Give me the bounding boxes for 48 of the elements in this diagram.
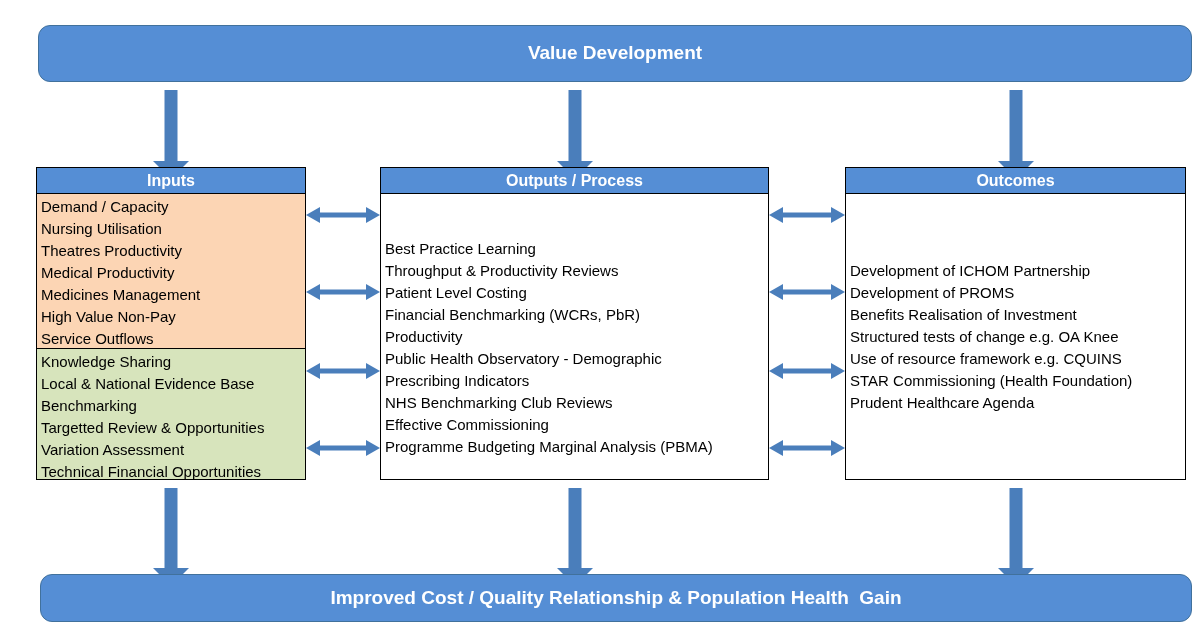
list-item: Throughput & Productivity Reviews xyxy=(385,261,619,281)
list-item: Prudent Healthcare Agenda xyxy=(850,393,1035,413)
list-item: Structured tests of change e.g. OA Knee xyxy=(850,327,1119,347)
list-item: Effective Commissioning xyxy=(385,415,549,435)
list-item: Technical Financial Opportunities xyxy=(41,462,262,482)
column-box xyxy=(36,167,306,480)
list-item: Knowledge Sharing xyxy=(41,352,172,372)
list-item: Benchmarking xyxy=(41,396,137,416)
list-item: Medicines Management xyxy=(41,285,201,305)
column-header: Outcomes xyxy=(846,168,1185,194)
list-item: Nursing Utilisation xyxy=(41,219,162,239)
item-list-panel xyxy=(37,348,305,479)
list-item: STAR Commissioning (Health Foundation) xyxy=(850,371,1133,391)
list-item: High Value Non-Pay xyxy=(41,307,176,327)
list-item: Local & National Evidence Base xyxy=(41,374,255,394)
banner-bar: Value Development xyxy=(38,25,1192,82)
column-box xyxy=(380,167,769,480)
item-list-panel xyxy=(37,194,305,348)
banner-bar: Improved Cost / Quality Relationship & Population Health Gain xyxy=(40,574,1192,622)
double-arrow xyxy=(306,284,380,300)
list-item: Productivity xyxy=(385,327,463,347)
list-item: Theatres Productivity xyxy=(41,241,182,261)
list-item: Public Health Observatory - Demographic xyxy=(385,349,662,369)
list-item: Best Practice Learning xyxy=(385,239,536,259)
double-arrow xyxy=(769,440,845,456)
double-arrow xyxy=(306,363,380,379)
list-item: Variation Assessment xyxy=(41,440,185,460)
list-item: Patient Level Costing xyxy=(385,283,527,303)
list-item: Service Outflows xyxy=(41,329,154,349)
double-arrow xyxy=(306,207,380,223)
list-item: Benefits Realisation of Investment xyxy=(850,305,1077,325)
list-item: Medical Productivity xyxy=(41,263,175,283)
list-item: Use of resource framework e.g. CQUINS xyxy=(850,349,1122,369)
list-item: Programme Budgeting Marginal Analysis (PBMA) xyxy=(385,437,713,457)
list-item: NHS Benchmarking Club Reviews xyxy=(385,393,613,413)
double-arrow xyxy=(306,440,380,456)
column-header: Inputs xyxy=(37,168,305,194)
list-item: Financial Benchmarking (WCRs, PbR) xyxy=(385,305,641,325)
list-item: Targetted Review & Opportunities xyxy=(41,418,265,438)
double-arrow xyxy=(769,207,845,223)
list-item: Prescribing Indicators xyxy=(385,371,530,391)
column-box xyxy=(845,167,1186,480)
column-header: Outputs / Process xyxy=(381,168,768,194)
double-arrow xyxy=(769,363,845,379)
double-arrow xyxy=(769,284,845,300)
list-item: Demand / Capacity xyxy=(41,197,169,217)
list-item: Development of PROMS xyxy=(850,283,1015,303)
list-item: Development of ICHOM Partnership xyxy=(850,261,1091,281)
